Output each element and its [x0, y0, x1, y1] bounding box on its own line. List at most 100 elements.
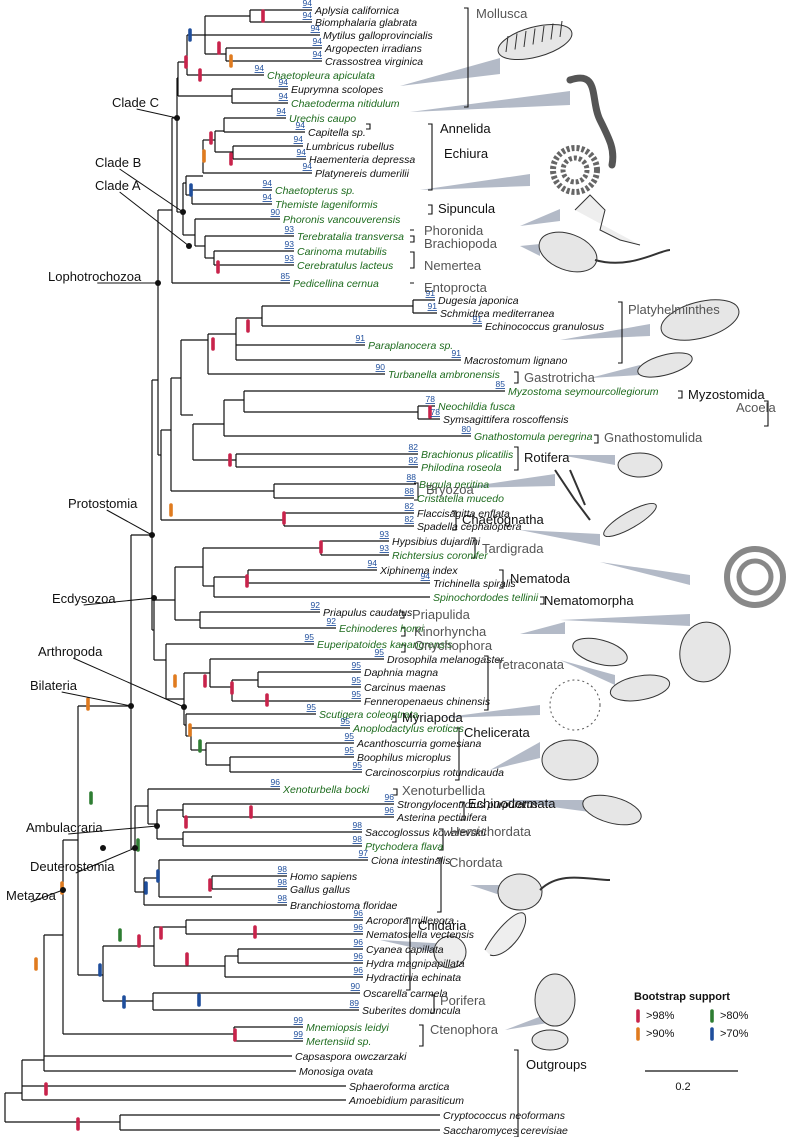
taxon-label: Bugula neritina [419, 479, 489, 491]
ascidian-tail [539, 876, 611, 891]
chiton-plate [550, 23, 554, 40]
clade-leader [68, 825, 158, 835]
animal-illustrations [380, 20, 786, 1051]
chaetognath-illustration [603, 502, 657, 538]
taxon-label: Themiste lageniformis [275, 199, 378, 211]
bootstrap-value: 97 [359, 848, 369, 858]
group-bracket [437, 857, 442, 913]
taxon-label: Acropora millepora [365, 915, 454, 927]
bootstrap-value: 96 [354, 965, 364, 975]
taxon-label: Spadella cephaloptera [417, 521, 522, 533]
bootstrap-value: 85 [281, 271, 291, 281]
taxon-label: Oscarella carmela [363, 988, 448, 1000]
taxon-label: Chaetopterus sp. [275, 185, 355, 197]
group-bracket [406, 917, 411, 991]
aplacophoran-illustration [566, 74, 617, 169]
nematode-illustration [724, 546, 786, 608]
annelid-illustration [550, 145, 600, 195]
taxon-label: Crassostrea virginica [325, 56, 423, 68]
taxon-label: Philodina roseola [421, 462, 502, 474]
bootstrap-value: 94 [303, 161, 313, 171]
flatworm-illustration [660, 299, 740, 341]
bootstrap-value: 95 [375, 647, 385, 657]
group-bracket [410, 235, 415, 243]
bootstrap-value: 99 [294, 1029, 304, 1039]
bootstrap-value: 98 [278, 877, 288, 887]
taxon-label: Cerebratulus lacteus [297, 260, 394, 272]
group-label: Acoela [736, 400, 777, 415]
bootstrap-value: 91 [356, 333, 366, 343]
group-bracket [428, 204, 433, 215]
taxon-label: Priapulus caudatus [323, 607, 413, 619]
bootstrap-value: 94 [313, 36, 323, 46]
ctenophore-illustration [534, 973, 576, 1027]
illustration-pointer [400, 58, 500, 86]
taxon-label: Daphnia magna [364, 667, 438, 679]
taxon-label: Ptychodera flava [365, 841, 443, 853]
group-label: Xenoturbellida [402, 783, 486, 798]
sea-anemone-illustration [484, 912, 527, 956]
group-bracket [366, 123, 371, 130]
clade-label: Clade C [112, 95, 159, 110]
group-bracket [410, 251, 415, 269]
group-bracket [484, 655, 489, 711]
taxon-label: Branchiostoma floridae [290, 900, 398, 912]
group-label: Cnidaria [418, 918, 467, 933]
group-label: Priapulida [412, 607, 471, 622]
taxon-label: Scutigera coleoptrata [319, 709, 418, 721]
taxon-label: Gallus gallus [290, 884, 351, 896]
clade-leader-lines [30, 108, 190, 903]
jellyfish-illustration [433, 935, 467, 969]
bootstrap-value: 96 [354, 908, 364, 918]
group-label: Echinodermata [468, 796, 556, 811]
taxon-label: Saccoglossus kowalevskii [365, 827, 486, 839]
clade-leader [30, 889, 64, 903]
bootstrap-value: 89 [350, 998, 360, 1008]
bootstrap-value: 94 [421, 571, 431, 581]
group-label: Myriapoda [402, 710, 463, 725]
bootstrap-value: 93 [380, 529, 390, 539]
group-label: Phoronida [424, 223, 484, 238]
illustration-pointer [470, 885, 500, 895]
taxon-label: Monosiga ovata [299, 1066, 373, 1078]
group-bracket [514, 446, 519, 471]
group-bracket [618, 301, 623, 364]
group-label: Nemertea [424, 258, 482, 273]
group-bracket [540, 596, 545, 605]
bootstrap-value: 96 [385, 792, 395, 802]
taxon-label: Pedicellina cernua [293, 278, 379, 290]
taxon-label: Xenoturbella bocki [282, 784, 370, 796]
bootstrap-value: 96 [385, 805, 395, 815]
group-label: Mollusca [476, 6, 528, 21]
onychophoran-illustration [609, 674, 671, 702]
taxon-label: Echinococcus granulosus [485, 321, 605, 333]
brachiopod-illustration [538, 231, 598, 273]
bootstrap-value: 94 [368, 558, 378, 568]
group-label: Annelida [440, 121, 491, 136]
group-bracket [514, 1049, 519, 1137]
taxon-label: Nematostella vectensis [366, 929, 475, 941]
chiton-plate [514, 33, 518, 50]
chiton-plate [505, 35, 509, 53]
taxon-label: Saccharomyces cerevisiae [443, 1125, 568, 1137]
taxon-label: Carcinoscorpius rotundicauda [365, 767, 504, 779]
group-label: Rotifera [524, 450, 570, 465]
taxon-label: Amoebidium parasiticum [348, 1095, 464, 1107]
group-bracket [455, 727, 460, 781]
legend-label: >80% [720, 1010, 749, 1022]
taxon-label: Cyanea capillata [366, 944, 444, 956]
illustration-pointer [560, 455, 615, 465]
bootstrap-value: 94 [279, 91, 289, 101]
bootstrap-legend: Bootstrap support>98%>80%>90%>70% [634, 991, 749, 1041]
bootstrap-value: 95 [352, 675, 362, 685]
nematode-illustration-inner [736, 558, 774, 596]
clade-label: Deuterostomia [30, 859, 115, 874]
bryozoan-illustration [554, 469, 591, 521]
bootstrap-value: 96 [271, 777, 281, 787]
clade-label: Bilateria [30, 678, 78, 693]
taxon-label: Cryptococcus neoformans [443, 1110, 566, 1122]
illustration-pointer [520, 244, 540, 256]
bootstrap-value: 88 [407, 472, 417, 482]
taxon-label: Trichinella spiralis [433, 578, 516, 590]
group-label: Kinorhyncha [414, 624, 487, 639]
